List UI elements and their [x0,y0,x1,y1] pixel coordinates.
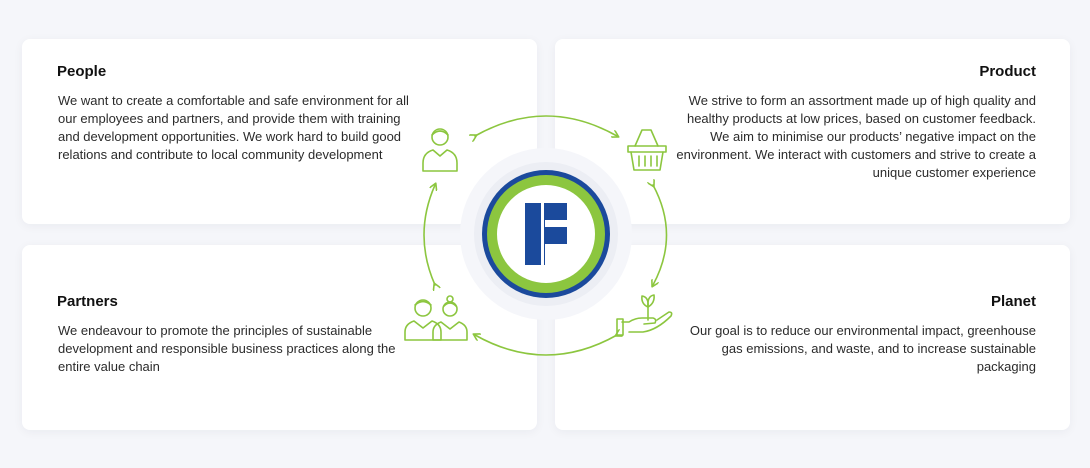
cycle-arrows [423,115,668,356]
people-description: We want to create a comfortable and safe… [58,93,409,162]
arrow-planet-partners [475,335,617,356]
shopping-basket-icon [627,129,667,171]
people-title: People [57,63,107,80]
planet-description: Our goal is to reduce our environmental … [689,323,1036,374]
partners-icon [404,295,468,341]
planet-card: Planet Our goal is to reduce our environ… [555,245,1070,430]
partners-title: Partners [57,293,118,310]
company-logo [482,170,610,298]
partners-card: Partners We endeavour to promote the pri… [22,245,537,430]
plant-in-hand-icon [616,294,673,336]
person-icon [422,128,458,172]
product-title: Product [979,63,1036,80]
people-card: People We want to create a comfortable a… [22,39,537,224]
product-description: We strive to form an assortment made up … [676,93,1036,180]
partners-description: We endeavour to promote the principles o… [58,323,396,374]
arrow-partners-people [423,185,435,285]
arrow-people-product [475,115,617,136]
arrow-product-planet [653,185,668,285]
cycle-diagram [404,115,673,356]
planet-title: Planet [990,293,1036,310]
